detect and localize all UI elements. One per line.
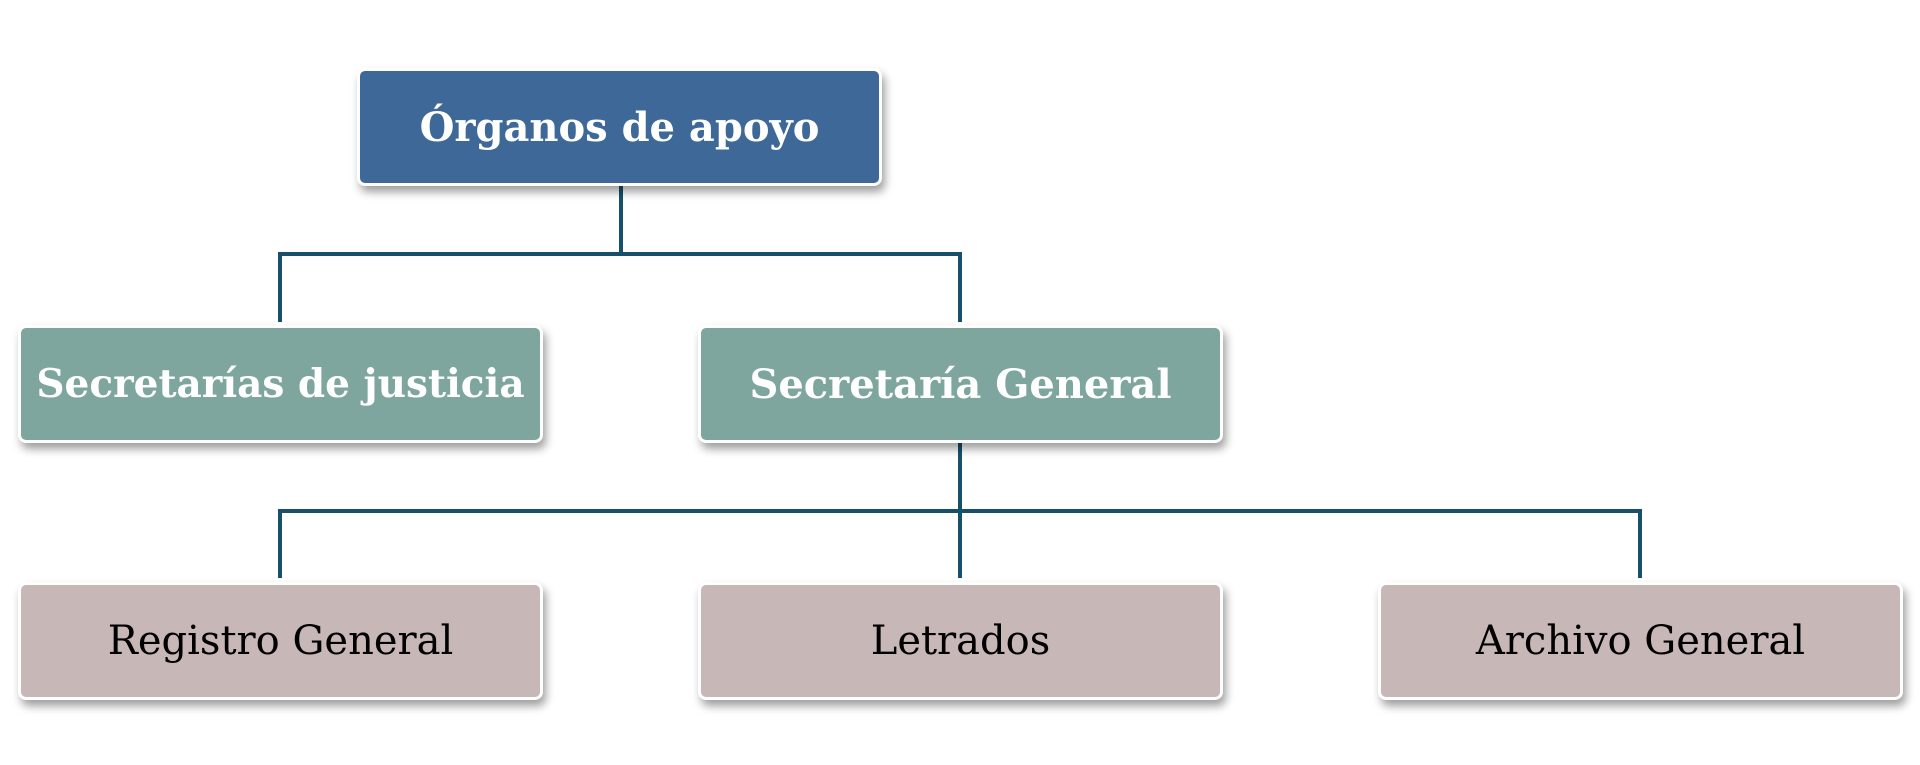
node-label: Órganos de apoyo xyxy=(419,103,820,151)
connector-root-bus xyxy=(278,186,962,322)
node-secretarias-de-justicia: Secretarías de justicia xyxy=(18,325,543,443)
node-registro-general: Registro General xyxy=(18,582,543,700)
node-label: Registro General xyxy=(107,618,454,664)
node-label: Secretarías de justicia xyxy=(36,361,525,407)
connector-general-bus xyxy=(278,443,1642,578)
node-label: Letrados xyxy=(870,618,1051,664)
node-letrados: Letrados xyxy=(698,582,1223,700)
node-label: Archivo General xyxy=(1475,618,1806,664)
node-label: Secretaría General xyxy=(749,360,1172,408)
node-secretaria-general: Secretaría General xyxy=(698,325,1223,443)
node-archivo-general: Archivo General xyxy=(1378,582,1903,700)
node-organos-de-apoyo: Órganos de apoyo xyxy=(357,68,882,186)
